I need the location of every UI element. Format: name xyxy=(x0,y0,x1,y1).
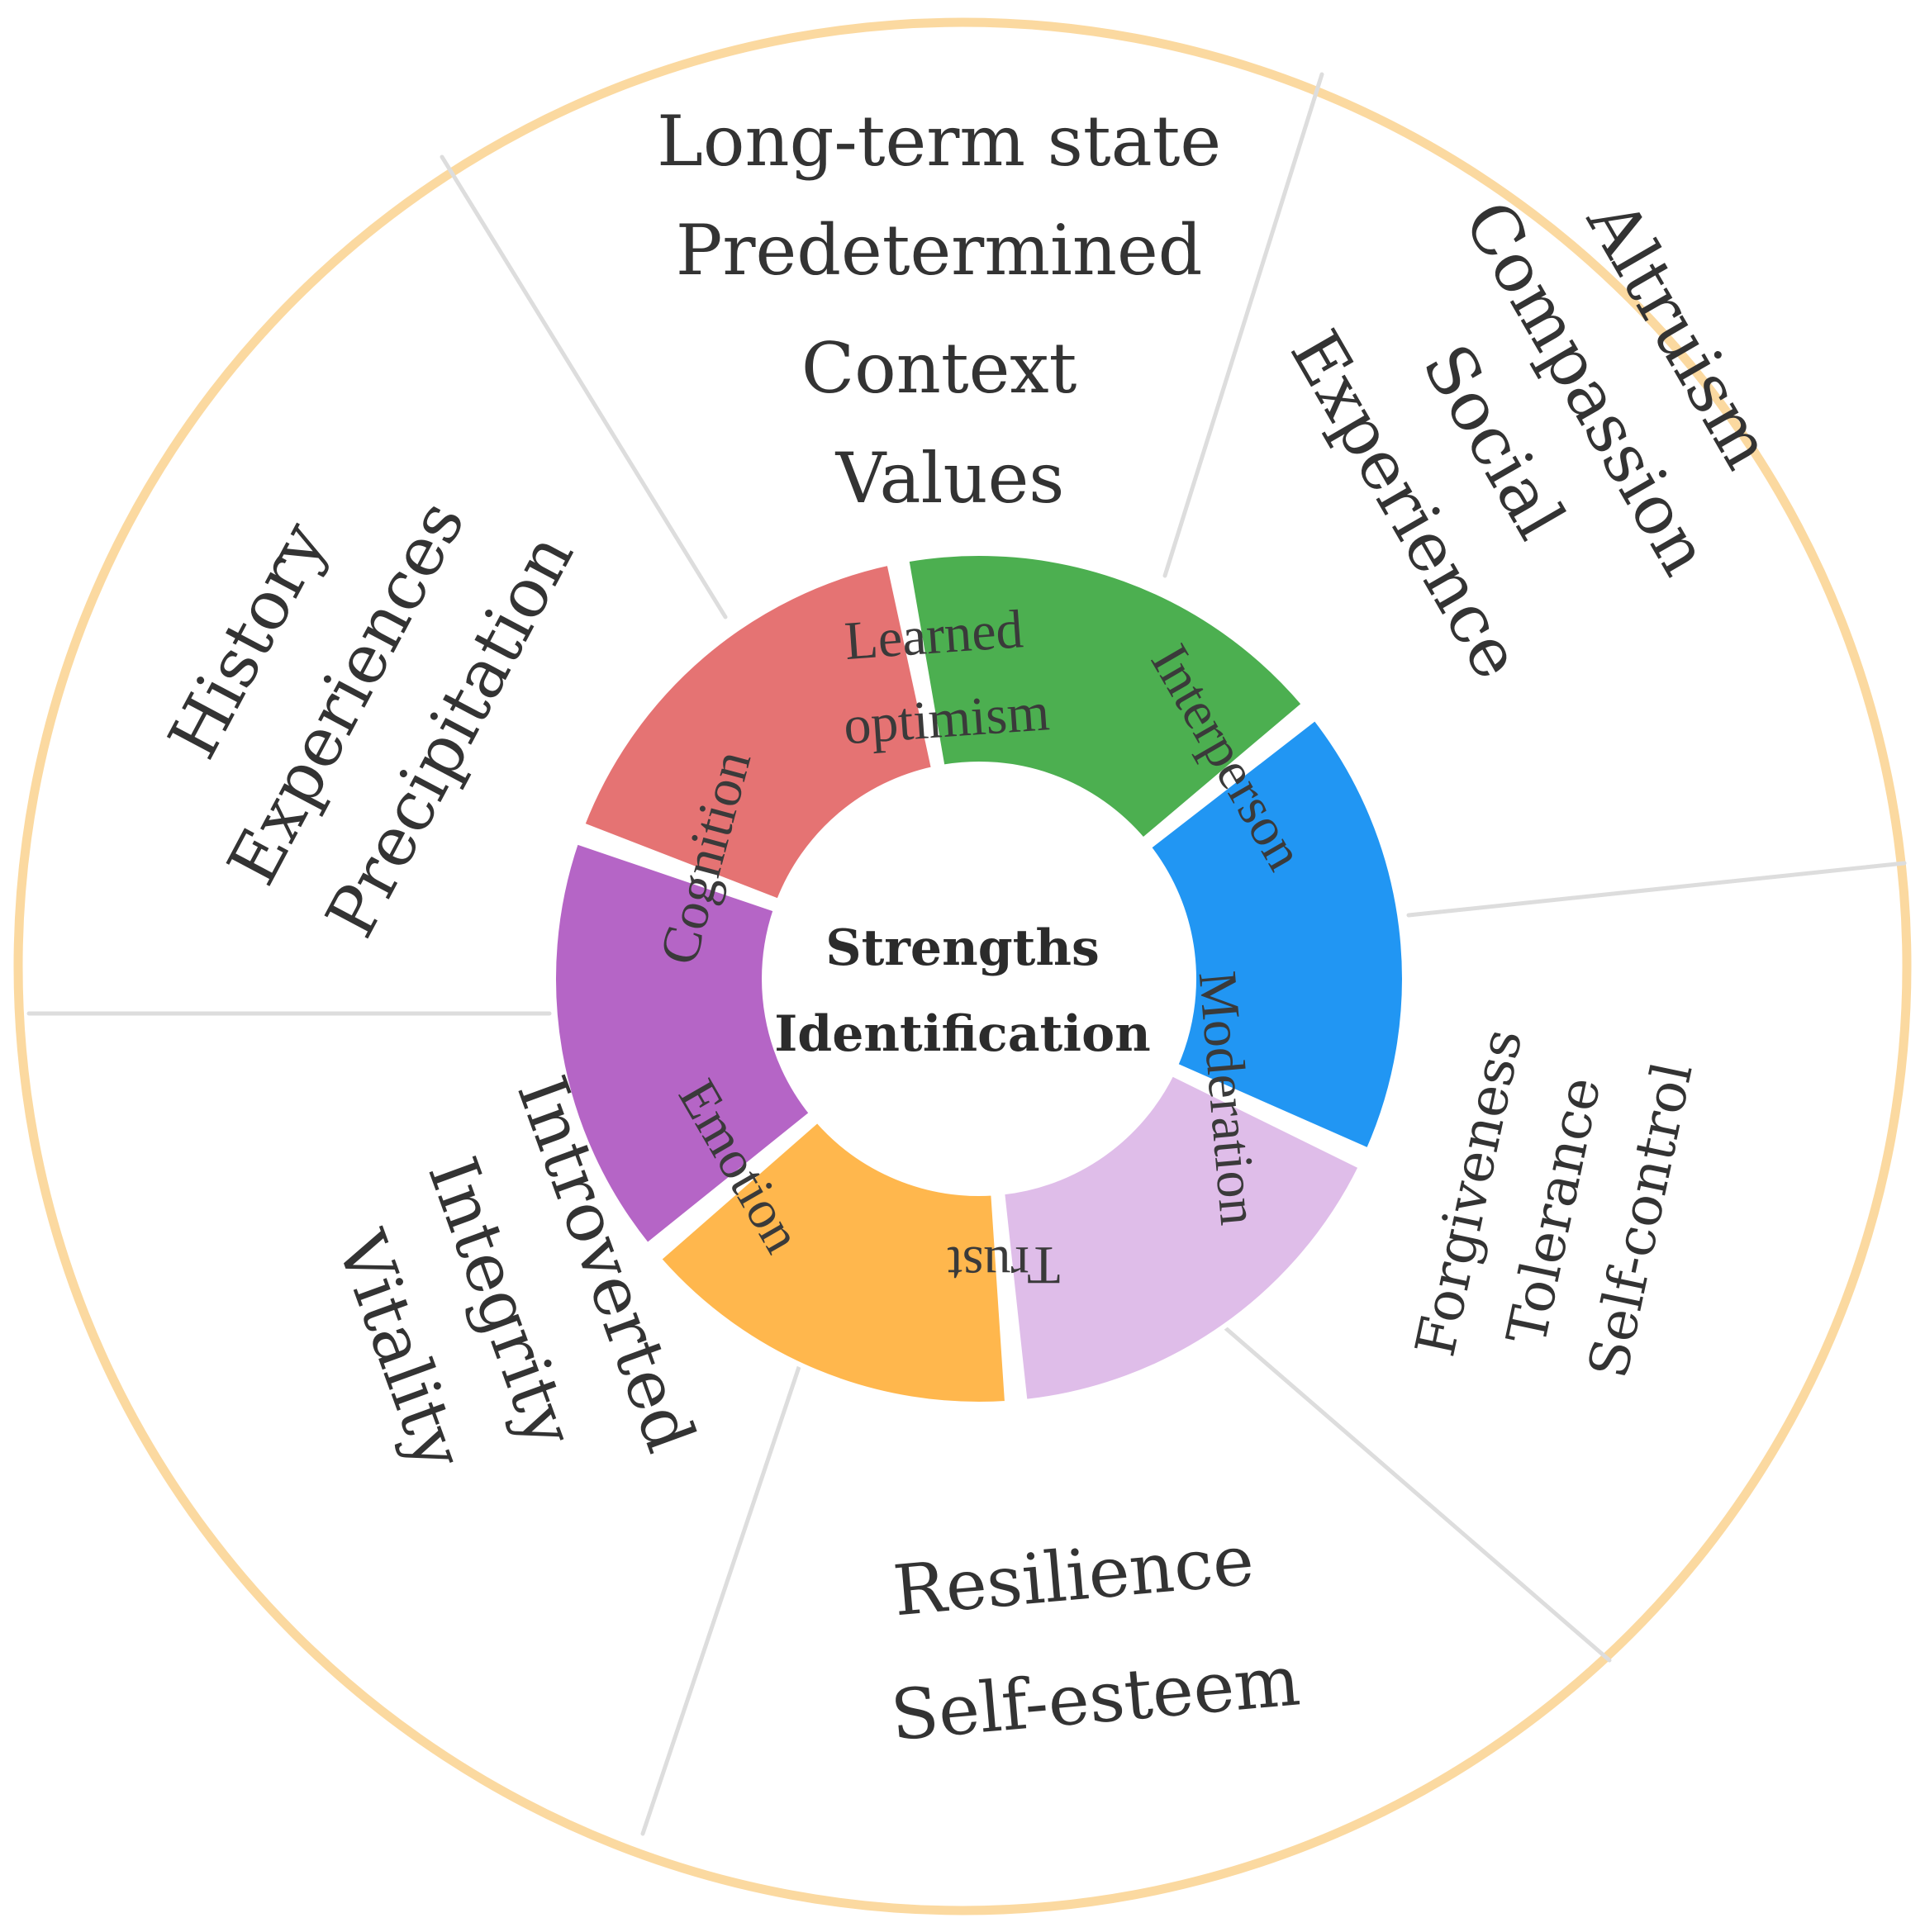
divider-top-right xyxy=(1162,72,1324,578)
segment-emotion xyxy=(551,838,815,1249)
divider-bottom-right xyxy=(1220,1323,1612,1663)
segment-cognition xyxy=(579,560,937,904)
outer-text-top: Long-term state Predetermined Context Va… xyxy=(657,101,1243,519)
divider-right xyxy=(1406,861,1907,918)
center-title-line1: Strengths xyxy=(825,919,1100,977)
outer-ring xyxy=(13,17,1912,1915)
divider-bottom-left xyxy=(640,1365,801,1836)
divider-top-left xyxy=(440,154,728,619)
segment-learned xyxy=(903,550,1308,844)
segment-moderation xyxy=(999,1070,1365,1405)
segment-trust xyxy=(655,1117,1010,1407)
inner-ring xyxy=(551,550,1407,1407)
segment-interpersonal xyxy=(1145,714,1407,1154)
segment-label-learned-optimism: Learned optimism xyxy=(836,597,1052,756)
center-title-line2: Identification xyxy=(774,1005,1151,1063)
segment-label-trust: Trust xyxy=(948,1235,1061,1295)
sector-dividers xyxy=(26,72,1907,1836)
